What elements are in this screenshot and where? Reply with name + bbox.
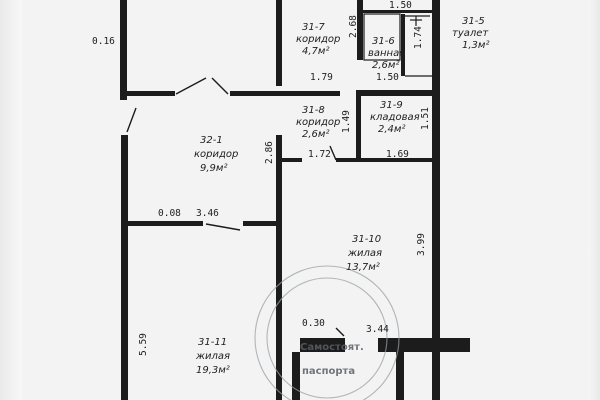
wall-h2-b — [336, 158, 432, 162]
stamp-center-top: Самостоят. — [300, 342, 364, 353]
dim-1-69: 1.69 — [386, 149, 409, 160]
bathtub-outline — [363, 13, 401, 61]
wall-living-left — [276, 135, 282, 400]
door-swing-2 — [211, 77, 229, 95]
room-32-1-id: 32-1 — [200, 135, 223, 146]
door-swing-1 — [175, 77, 207, 95]
doors — [126, 13, 432, 337]
room-32-1-name: коридор — [194, 149, 238, 160]
dim-3-99: 3.99 — [416, 233, 427, 256]
room-31-8-id: 31-8 — [302, 105, 325, 116]
room-31-8-name: коридор — [296, 117, 340, 128]
wall-corridor-top — [276, 0, 282, 86]
room-31-7-id: 31-7 — [302, 22, 325, 33]
room-31-11-area: 19,3м² — [196, 365, 230, 376]
official-stamp: Самостоят. паспорта — [254, 265, 400, 400]
door-swing-left — [126, 107, 137, 133]
room-31-5-id: 31-5 — [462, 16, 485, 27]
dim-1-50-mid: 1.50 — [376, 72, 399, 83]
wall-storage-left — [356, 96, 361, 162]
paper-edge-left — [0, 0, 22, 400]
room-31-6-name: ваннaя — [368, 48, 405, 59]
dim-3-44: 3.44 — [366, 324, 389, 335]
wall-bottom-left — [292, 352, 300, 400]
room-31-6-id: 31-6 — [372, 36, 395, 47]
dim-1-72: 1.72 — [308, 149, 331, 160]
room-31-9-id: 31-9 — [380, 100, 403, 111]
room-31-7-area: 4,7м² — [302, 46, 329, 57]
paper-edge-right — [588, 0, 600, 400]
dim-1-50-top: 1.50 — [389, 0, 412, 11]
dim-0-08: 0.08 — [158, 208, 181, 219]
room-31-5-area: 1,3м² — [462, 40, 489, 51]
walls — [120, 0, 470, 400]
wall-h3-a — [128, 221, 203, 226]
wall-h1-c — [356, 90, 432, 96]
room-31-8-area: 2,6м² — [302, 129, 329, 140]
wall-left-bottom — [121, 135, 128, 400]
dim-3-46: 3.46 — [196, 208, 219, 219]
dim-1-79: 1.79 — [310, 72, 333, 83]
room-31-6-area: 2,6м² — [372, 60, 399, 71]
dim-2-68: 2.68 — [348, 15, 359, 38]
room-31-10-area: 13,7м² — [346, 262, 380, 273]
wall-h1-a — [127, 91, 175, 96]
wall-left-top — [120, 0, 127, 100]
room-31-11-name: жилая — [195, 351, 230, 362]
dim-0-30: 0.30 — [302, 318, 325, 329]
room-31-5-name: туалет — [452, 28, 489, 39]
dim-2-86: 2.86 — [264, 141, 275, 164]
wall-h3-b — [243, 221, 278, 226]
room-31-10-name: жилая — [347, 248, 382, 259]
room-31-9-area: 2,4м² — [378, 124, 405, 135]
dim-5-59: 5.59 — [138, 333, 149, 356]
wall-bathroom-top — [360, 10, 432, 13]
door-swing-bottom — [335, 327, 345, 337]
room-31-7-name: коридор — [296, 34, 340, 45]
room-31-11-id: 31-11 — [198, 337, 227, 348]
dim-1-74: 1.74 — [413, 26, 424, 49]
wall-toilet-left — [401, 14, 405, 76]
wall-bottom-right — [378, 338, 470, 352]
door-swing-storage — [329, 145, 337, 161]
room-labels: 31-7 коридор 4,7м² 31-6 ваннaя 2,6м² 31-… — [194, 16, 489, 376]
dim-1-49: 1.49 — [341, 110, 352, 133]
wall-bottom-block — [300, 338, 345, 352]
stamp-center-bottom: паспорта — [302, 366, 355, 377]
stamp-inner-ring — [266, 277, 388, 399]
wall-h2-a — [282, 158, 302, 162]
stamp-outer-ring — [254, 265, 400, 400]
room-32-1-area: 9,9м² — [200, 163, 227, 174]
room-31-10-id: 31-10 — [352, 234, 381, 245]
wall-h1-b — [230, 91, 340, 96]
dim-1-51: 1.51 — [420, 107, 431, 130]
door-swing-3 — [205, 223, 241, 231]
dim-0-16: 0.16 — [92, 36, 115, 47]
wall-bathroom-left — [357, 0, 363, 60]
room-31-9-name: кладовая — [370, 112, 420, 123]
wall-right — [432, 0, 440, 400]
wall-bottom-mid — [396, 352, 404, 400]
dimension-labels: 0.16 2.68 1.50 1.74 1.79 1.50 1.49 1.51 … — [92, 0, 431, 356]
